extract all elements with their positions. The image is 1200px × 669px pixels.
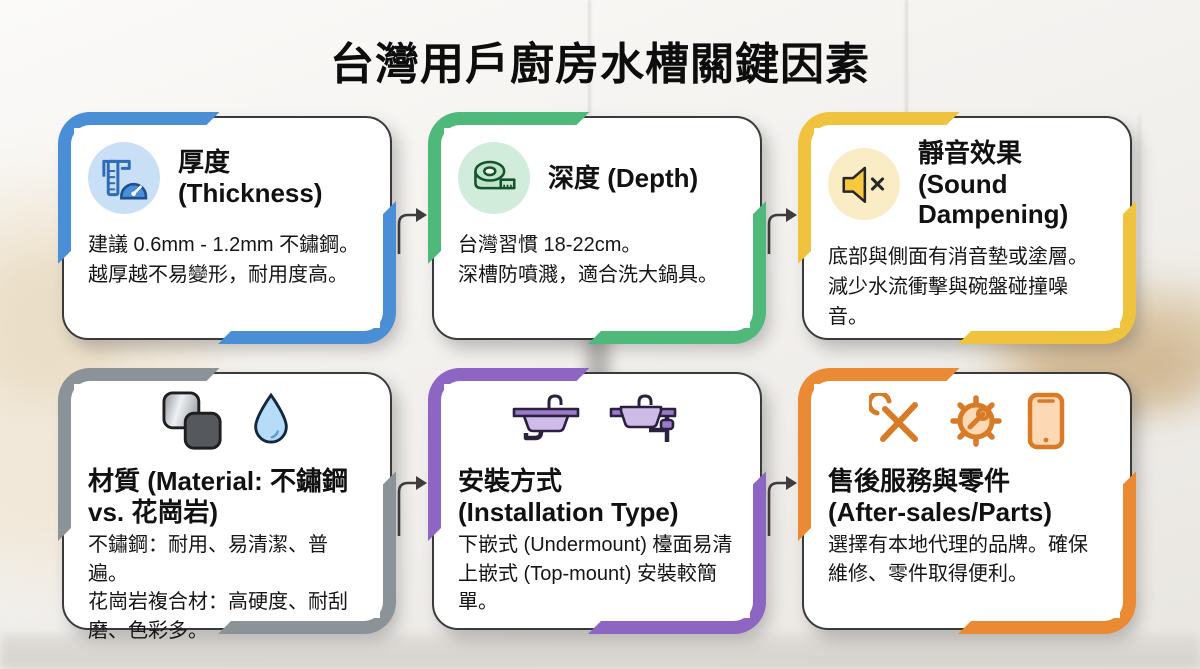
card-sound-dampening: 靜音效果 (Sound Dampening) 底部與側面有消音墊或塗層。 減少水… xyxy=(802,116,1132,340)
card-title: 靜音效果 (Sound Dampening) xyxy=(918,138,1069,230)
card-thickness: 厚度 (Thickness) 建議 0.6mm - 1.2mm 不鏽鋼。 越厚越… xyxy=(62,116,392,340)
card-body: 台灣習慣 18-22cm。 深槽防噴濺，適合洗大鍋具。 xyxy=(458,234,718,286)
smartphone-icon xyxy=(1027,392,1065,455)
flow-arrow-icon xyxy=(397,208,427,254)
card-depth: 深度 (Depth) 台灣習慣 18-22cm。 深槽防噴濺，適合洗大鍋具。 xyxy=(432,116,762,340)
card-body: 選擇有本地代理的品牌。確保維修、零件取得便利。 xyxy=(828,534,1088,585)
card-body: 下嵌式 (Undermount) 檯面易清 上嵌式 (Top-mount) 安裝… xyxy=(458,534,733,614)
card-installation-type: 安裝方式 (Installation Type) 下嵌式 (Undermount… xyxy=(432,372,762,630)
gear-wrench-icon xyxy=(947,392,1005,455)
flow-arrow-icon xyxy=(767,476,797,536)
tile-seam xyxy=(1138,115,1141,345)
water-drop-icon xyxy=(248,390,294,457)
card-after-sales-parts: 售後服務與零件 (After-sales/Parts) 選擇有本地代理的品牌。確… xyxy=(802,372,1132,630)
card-body: 底部與側面有消音墊或塗層。 減少水流衝擊與碗盤碰撞噪音。 xyxy=(828,246,1088,329)
flow-arrow-icon xyxy=(767,208,797,254)
crossed-tools-icon xyxy=(866,390,925,454)
card-body: 建議 0.6mm - 1.2mm 不鏽鋼。 越厚越不易變形，耐用度高。 xyxy=(88,234,360,286)
card-title: 厚度 (Thickness) xyxy=(178,147,323,208)
undermount-topmount-sink-icons xyxy=(511,390,683,457)
muted-speaker-icon xyxy=(828,148,900,220)
card-body: 不鏽鋼：耐用、易清潔、普遍。 花崗岩複合材：高硬度、耐刮磨、色彩多。 xyxy=(88,534,348,642)
caliper-gauge-icon xyxy=(88,142,160,214)
flow-arrow-icon xyxy=(397,476,427,536)
card-title: 售後服務與零件 (After-sales/Parts) xyxy=(828,466,1052,527)
page-title: 台灣用戶廚房水槽關鍵因素 xyxy=(330,40,870,89)
stainless-granite-squares-icon xyxy=(160,390,226,457)
measuring-tape-icon xyxy=(458,142,530,214)
card-title: 深度 (Depth) xyxy=(548,162,699,193)
card-title: 安裝方式 (Installation Type) xyxy=(458,466,679,527)
card-material: 材質 (Material: 不鏽鋼 vs. 花崗岩) 不鏽鋼：耐用、易清潔、普遍… xyxy=(62,372,392,642)
card-title: 材質 (Material: 不鏽鋼 vs. 花崗岩) xyxy=(88,466,349,527)
